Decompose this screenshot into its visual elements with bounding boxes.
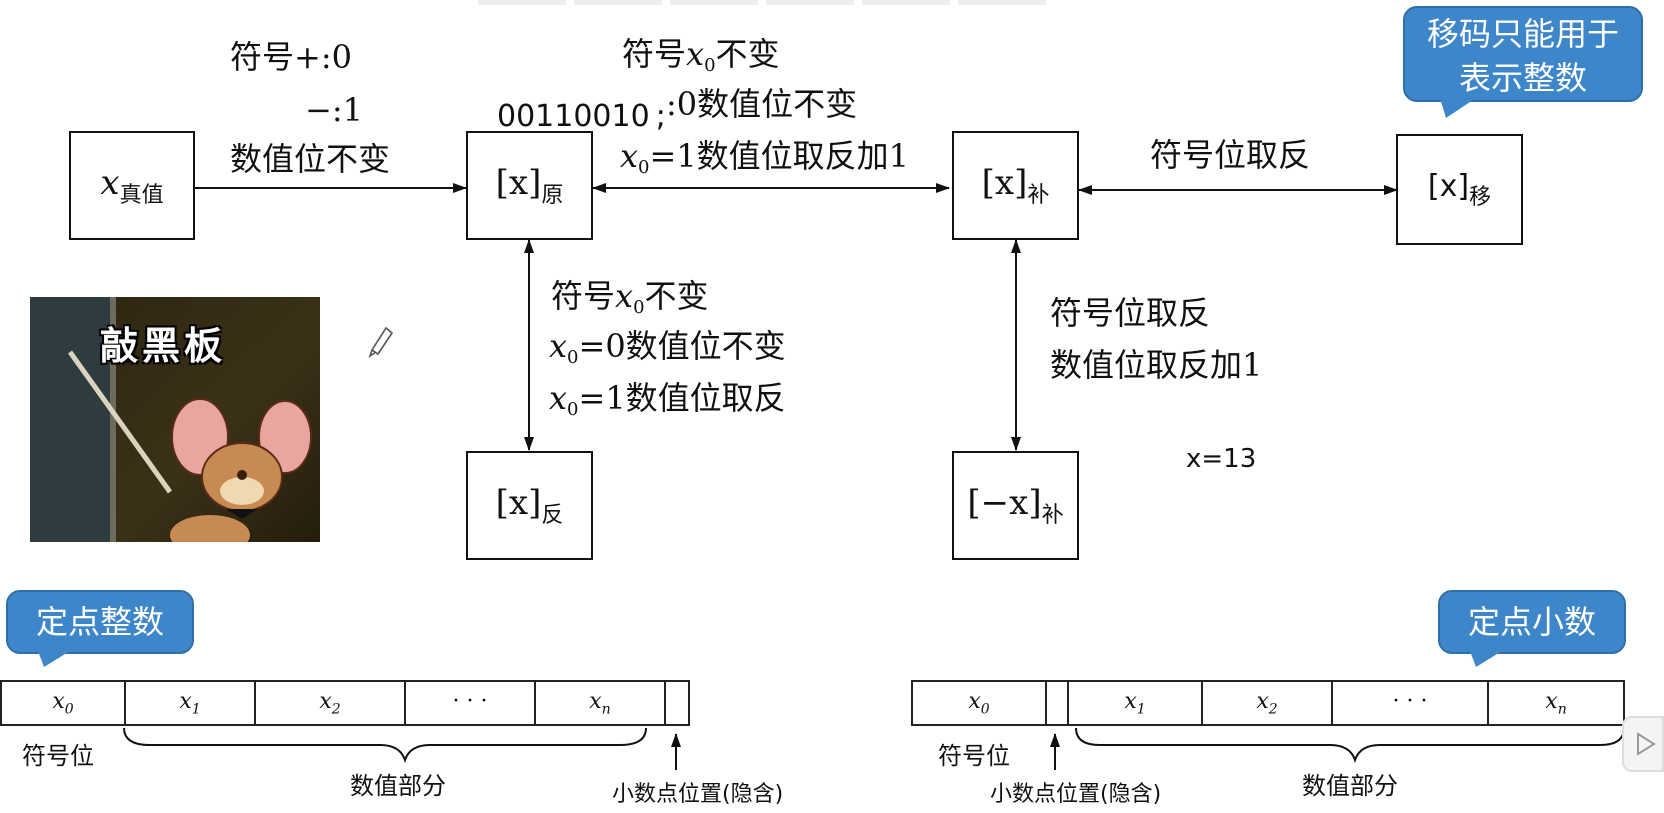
int-cell-point [664,680,690,726]
int-cell-x2: x2 [254,680,406,726]
bubble-offset-tail [1440,98,1476,118]
binary-value: 00110010 [497,99,650,134]
top-tab[interactable] [862,0,950,5]
box-original: [x]原 [466,131,593,240]
frac-sign-label: 符号位 [938,742,1010,770]
binary-semicolon: ; [655,99,666,134]
orig-comp-1-sub: 0 [704,55,716,76]
blackboard [30,297,116,542]
label-binary-sample: 00110010; [497,100,666,133]
label-orig-comp-2: :0数值位不变 [666,85,858,123]
box-neg-complement: [−x]补 [952,451,1079,560]
label-orig-ones-2: x0=0数值位不变 [549,327,786,368]
label-comp-neg-2: 数值位取反加1 [1050,346,1263,384]
box-offset-var: [x] [1427,168,1470,204]
pencil-cursor [368,326,394,358]
orig-ones-2-sub: 0 [567,347,579,368]
box-neg-complement-sub: 补 [1041,502,1064,528]
orig-ones-3-post: =1数值位取反 [578,379,786,417]
int-cell-xn: xn [534,680,666,726]
top-tab[interactable] [766,0,854,5]
frac-register: x0 x1 x2 · · · xn [911,680,1625,726]
frac-cell-x2: x2 [1201,680,1333,726]
orig-ones-1-sub: 0 [633,297,645,318]
orig-comp-3-var: x [620,137,639,175]
frac-cell-x1: x1 [1067,680,1203,726]
image-caption: 敲黑板 [100,324,227,368]
box-offset-sub: 移 [1469,184,1492,210]
brace-int-value [123,727,647,764]
orig-ones-2-var: x [549,327,568,365]
label-orig-ones-3: x0=1数值位取反 [549,379,786,420]
orig-ones-3-var: x [549,379,568,417]
box-complement: [x]补 [952,131,1079,240]
top-tab[interactable] [478,0,566,5]
box-complement-sub: 补 [1027,182,1050,208]
frac-value-label: 数值部分 [1302,772,1398,800]
label-comp-offset: 符号位取反 [1150,136,1311,174]
orig-comp-1-pre: 符号 [622,35,687,73]
bubble-offset-note-text: 移码只能用于表示整数 [1426,15,1619,97]
jerry-blackboard-image: 敲黑板 [30,297,320,542]
orig-ones-1-post: 不变 [644,277,709,315]
frac-cell-point [1045,680,1069,726]
int-cell-x0: x0 [0,680,126,726]
label-orig-comp-1: 符号x0不变 [622,35,780,76]
orig-comp-1-post: 不变 [715,35,780,73]
orig-ones-3-sub: 0 [567,399,579,420]
bubble-fixed-int-tail [38,651,70,667]
frac-cell-xn: xn [1487,680,1625,726]
orig-ones-1-var: x [615,277,634,315]
orig-comp-3-sub: 0 [638,157,650,178]
frac-cell-x0: x0 [911,680,1047,726]
int-register: x0 x1 x2 · · · xn [0,680,690,726]
jerry-mouse-drawing [67,350,312,542]
label-comp-neg-1: 符号位取反 [1050,294,1211,332]
box-true-value-sub: 真值 [119,182,164,208]
top-tab[interactable] [670,0,758,5]
orig-ones-1-pre: 符号 [551,277,616,315]
box-neg-complement-var: [−x] [967,482,1042,523]
frac-point-label: 小数点位置(隐含) [990,782,1162,807]
box-offset: [x]移 [1396,134,1523,245]
bubble-fixed-int: 定点整数 [6,590,194,654]
orig-ones-2-post: =0数值位不变 [578,327,786,365]
label-sign-minus: −:1 [305,91,363,129]
box-complement-var: [x] [981,162,1028,203]
box-original-var: [x] [495,162,542,203]
label-sign-plus: 符号+:0 [230,38,352,76]
bubble-fixed-int-text: 定点整数 [35,603,164,641]
bubble-fixed-frac-text: 定点小数 [1467,603,1596,641]
int-sign-label: 符号位 [22,742,94,770]
label-orig-comp-3: x0=1数值位取反加1 [620,137,910,178]
box-ones: [x]反 [466,451,593,560]
top-tab-strip [478,0,1048,6]
play-button[interactable] [1622,716,1664,772]
box-ones-sub: 反 [541,502,564,528]
bubble-fixed-frac: 定点小数 [1438,590,1626,654]
orig-comp-3-post: =1数值位取反加1 [649,137,910,175]
brace-frac-value [1075,727,1625,764]
box-original-sub: 原 [541,182,564,208]
label-orig-ones-1: 符号x0不变 [551,277,709,318]
bubble-offset-note: 移码只能用于表示整数 [1403,6,1643,102]
int-cell-ellipsis: · · · [404,680,536,726]
bubble-fixed-frac-tail [1470,651,1502,667]
box-ones-var: [x] [495,482,542,523]
box-true-value: x真值 [69,131,195,240]
box-true-value-var: x [100,162,120,203]
orig-comp-1-var: x [686,35,705,73]
top-tab[interactable] [574,0,662,5]
label-value-unchanged: 数值位不变 [230,140,391,178]
frac-cell-ellipsis: · · · [1331,680,1489,726]
int-value-label: 数值部分 [350,772,446,800]
int-point-label: 小数点位置(隐含) [612,782,784,807]
play-icon [1637,732,1656,756]
int-cell-x1: x1 [124,680,256,726]
label-x-eq: x=13 [1186,444,1257,474]
top-tab[interactable] [958,0,1046,5]
